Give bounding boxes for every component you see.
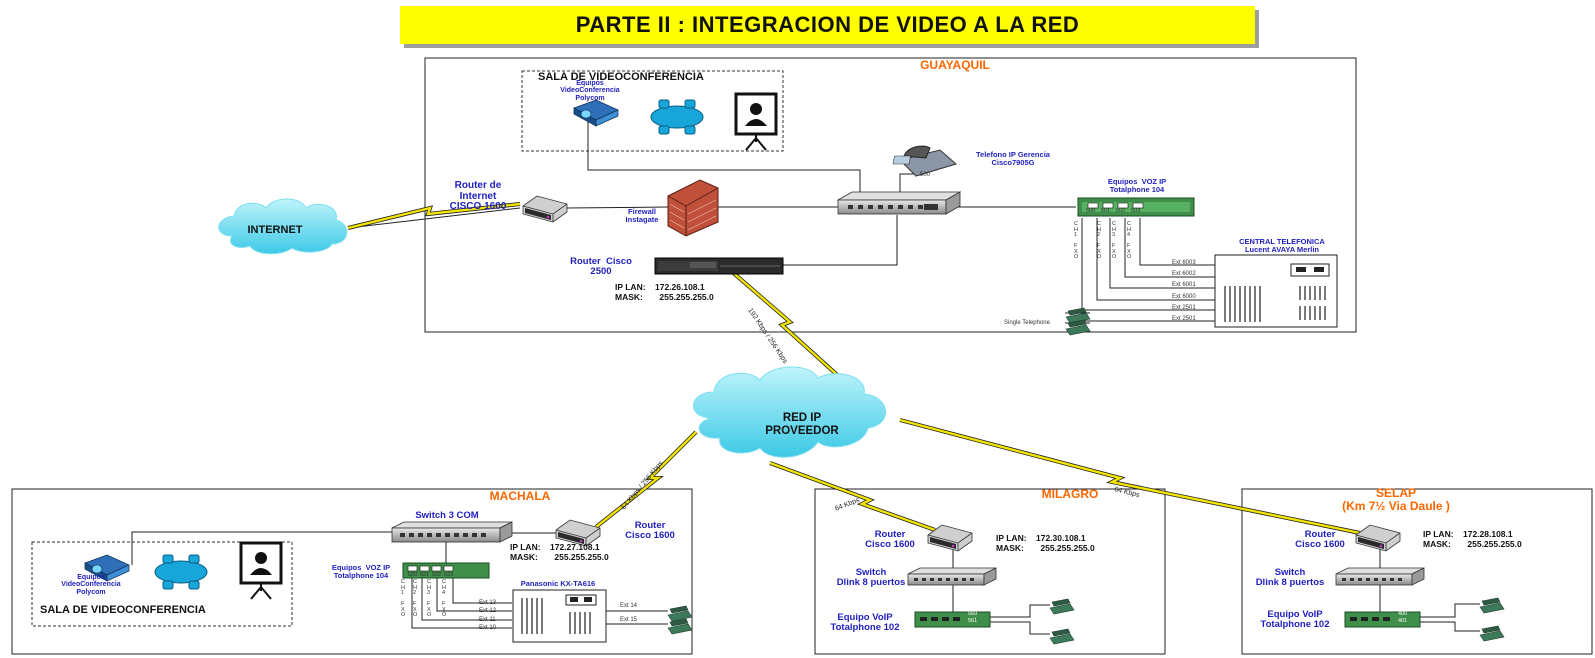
guayaquil-pbx-icon	[1214, 254, 1338, 328]
machala-pbx-label: Panasonic KX-TA616	[520, 579, 596, 588]
internet-cloud	[218, 198, 348, 255]
ext-2501-a: Ext 2501	[1172, 305, 1196, 311]
ext-2501-b: Ext 2501	[1172, 316, 1196, 322]
machala-wiring	[131, 531, 668, 629]
machala-voip-port-521: 521	[420, 572, 430, 578]
milagro-voip-port-560: 560	[968, 611, 978, 617]
machala-pbx-icon	[512, 589, 607, 643]
fxo-label-4: C H 4 F X O	[1127, 221, 1132, 260]
machala-voip-port-523: 523	[444, 572, 454, 578]
pbx-label: CENTRAL TELEFONICA Lucent AVAYA Merlin	[1239, 237, 1325, 254]
link-milagro-redip	[769, 461, 936, 532]
link-machala-redip	[594, 430, 698, 529]
guayaquil-ip-lan: IP LAN: 172.26.108.1 MASK: 255.255.255.0	[615, 282, 714, 302]
machala-ext-11: Ext 11	[479, 617, 496, 623]
selap-switch-icon	[1335, 567, 1425, 586]
router2500-label: Router Cisco 2500	[570, 256, 632, 277]
selap-site-label: SELAP (Km 7½ Via Daule )	[1342, 486, 1450, 513]
machala-ext-10: Ext 10	[479, 625, 497, 631]
machala-router-label: Router Cisco 1600	[625, 520, 675, 541]
internet-label: INTERNET	[247, 224, 303, 236]
machala-ext-12: Ext 12	[479, 608, 497, 614]
firewall-label: Firewall Instagate	[625, 207, 659, 224]
machala-voip-port-522: 522	[432, 572, 442, 578]
fxo-label-1: C H 1 F X O	[1074, 221, 1079, 260]
voip-port-502: 502	[1116, 208, 1126, 214]
milagro-switch-icon	[907, 567, 997, 586]
machala-ext-15: Ext 15	[620, 617, 638, 623]
fxo-label-2: C H 2 F X O	[1097, 221, 1102, 260]
machala-videoconference-room	[31, 541, 293, 627]
machala-fxo-label-2: C H 2 F X O	[413, 579, 418, 618]
guayaquil-internet-router-label: Router de Internet CISCO 1600	[449, 180, 507, 212]
machala-switch-icon	[391, 521, 513, 543]
selap-wiring	[1379, 547, 1480, 632]
selap-ip-lan: IP LAN: 172.28.108.1 MASK: 255.255.255.0	[1423, 529, 1522, 549]
selap-voip-label: Equipo VoIP Totalphone 102	[1260, 609, 1330, 630]
selap-voip-port-400: 400	[1398, 611, 1408, 617]
guayaquil-site-label: GUAYAQUIL	[920, 58, 990, 72]
milagro-ip-lan: IP LAN: 172.30.108.1 MASK: 255.255.255.0	[996, 533, 1095, 553]
machala-site-label: MACHALA	[489, 489, 551, 503]
machala-ip-lan: IP LAN: 172.27.108.1 MASK: 255.255.255.0	[510, 542, 609, 562]
fxo-label-3: C H 3 F X O	[1112, 221, 1117, 260]
milagro-voip-gateway-icon	[914, 611, 991, 628]
machala-voip-label: Equipos VOZ IP Totalphone 104	[331, 563, 391, 580]
ip-phone-label: Telefono IP Gerencia Cisco7905G	[976, 150, 1050, 167]
machala-voip-gateway-icon	[402, 562, 490, 579]
machala-ext-14: Ext 14	[620, 603, 638, 609]
machala-switch-label: Switch 3 COM	[415, 510, 479, 521]
voip-port-500: 500	[1086, 208, 1096, 214]
machala-fxo-label-1: C H 1 F X O	[401, 579, 406, 618]
voip-port-503: 503	[1131, 208, 1141, 214]
voip-port-501: 501	[1101, 208, 1111, 214]
milagro-switch-label: Switch Dlink 8 puertos	[836, 567, 906, 588]
link-internet-router	[347, 202, 521, 230]
red-ip-label: RED IP PROVEEDOR	[765, 412, 839, 438]
ip-phone-icon	[892, 145, 958, 177]
ip-phone-ext: 500	[920, 172, 931, 178]
guayaquil-switch-icon	[836, 191, 962, 215]
milagro-site-label: MILAGRO	[1041, 487, 1099, 501]
machala-ext-13: Ext 13	[479, 600, 497, 606]
guayaquil-wiring	[347, 118, 1215, 324]
selap-voip-port-401: 401	[1398, 618, 1408, 624]
machala-voip-port-520: 520	[408, 572, 418, 578]
red-ip-cloud	[693, 366, 887, 458]
ext-6000: Ext 6000	[1172, 294, 1196, 300]
machala-fxo-label-4: C H 4 F X O	[442, 579, 447, 618]
page-title: PARTE II : INTEGRACION DE VIDEO A LA RED	[400, 6, 1255, 44]
firewall-icon	[667, 179, 719, 237]
link-guayaquil-redip	[728, 268, 847, 384]
milagro-router-label: Router Cisco 1600	[865, 529, 915, 550]
milagro-voip-label: Equipo VoIP Totalphone 102	[830, 612, 900, 633]
guayaquil-room-title: SALA DE VIDEOCONFERENCIA	[538, 71, 704, 83]
guayaquil-voip-label: Equipos VOZ IP Totalphone 104	[1107, 177, 1167, 194]
single-telephone-label: Single Telephone	[1004, 320, 1050, 326]
ext-6003: Ext 6003	[1172, 260, 1196, 266]
milagro-voip-port-561: 561	[968, 618, 978, 624]
selap-switch-label: Switch Dlink 8 puertos	[1255, 567, 1325, 588]
guayaquil-voip-gateway-icon	[1077, 197, 1195, 217]
selap-router-label: Router Cisco 1600	[1295, 529, 1345, 550]
ext-6002: Ext 6002	[1172, 271, 1196, 277]
link-selap-redip	[899, 418, 1361, 535]
machala-fxo-label-3: C H 3 F X O	[427, 579, 432, 618]
milagro-wiring	[952, 547, 1050, 635]
ext-6001: Ext 6001	[1172, 282, 1196, 288]
machala-videoconf-label: Equipos VideoConferencia Polycom	[61, 574, 121, 596]
guayaquil-videoconf-label: Equipos VideoConferencia Polycom	[560, 80, 620, 102]
guayaquil-router2500-icon	[654, 257, 784, 275]
guayaquil-videoconference-room	[521, 70, 784, 152]
selap-voip-gateway-icon	[1344, 611, 1421, 628]
machala-room-title: SALA DE VIDEOCONFERENCIA	[40, 604, 206, 616]
wan-links	[347, 202, 1361, 535]
